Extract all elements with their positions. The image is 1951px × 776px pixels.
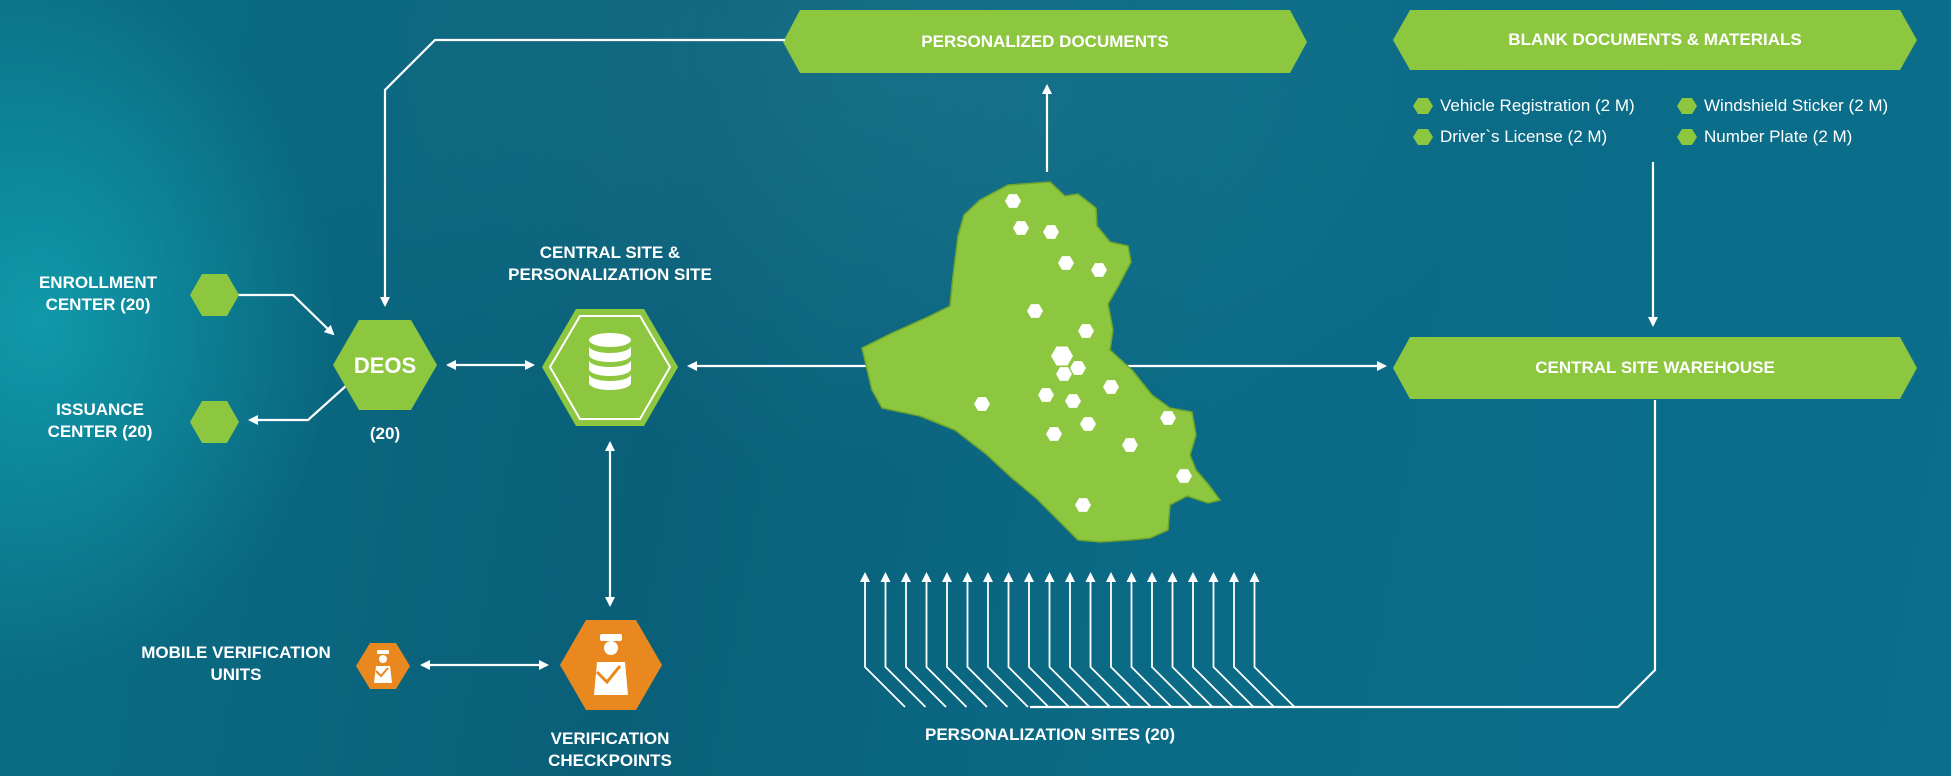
personalization-site-arrow <box>1106 572 1152 708</box>
blank-documents-banner <box>1393 10 1917 70</box>
map-site-markers <box>974 194 1192 512</box>
legend-bullets <box>1413 98 1697 145</box>
central-site-hexagon-ring <box>548 315 672 420</box>
personalization-site-arrows <box>860 572 1296 708</box>
personalization-site-arrow <box>1044 572 1091 708</box>
personalization-site-arrow <box>1085 572 1132 708</box>
map-site-marker <box>1160 411 1176 425</box>
mobile-verification-label: MOBILE VERIFICATION UNITS <box>141 643 331 684</box>
personalization-sites-label: PERSONALIZATION SITES (20) <box>925 725 1175 744</box>
legend-item-windshield-sticker: Windshield Sticker (2 M) <box>1704 96 1889 115</box>
deos-to-issuance-line <box>248 384 348 425</box>
map-site-marker <box>1056 367 1072 381</box>
database-icon <box>589 333 631 390</box>
personalized-documents-title: PERSONALIZED DOCUMENTS <box>921 32 1169 51</box>
map-site-marker <box>1027 304 1043 318</box>
map-site-marker <box>1046 427 1062 441</box>
map-site-marker <box>974 397 990 411</box>
personalization-site-arrow <box>942 572 988 708</box>
legend-item-drivers-license: Driver`s License (2 M) <box>1440 127 1608 146</box>
map-site-marker <box>1080 417 1096 431</box>
central-site-label: CENTRAL SITE & PERSONALIZATION SITE <box>508 243 712 284</box>
map-site-marker <box>1058 256 1074 270</box>
legend-item-number-plate: Number Plate (2 M) <box>1704 127 1853 146</box>
personalization-site-arrow <box>1208 572 1255 708</box>
personalization-site-arrow <box>962 572 1009 708</box>
personalization-site-arrow <box>1003 572 1050 708</box>
enrollment-center-hexagon <box>190 274 239 316</box>
personalization-site-arrow <box>880 572 927 708</box>
legend-item-vehicle-registration: Vehicle Registration (2 M) <box>1440 96 1635 115</box>
personalization-site-arrow <box>1249 572 1296 708</box>
map-site-marker <box>1122 438 1138 452</box>
map-site-marker <box>1070 361 1086 375</box>
issuance-center-hexagon <box>190 401 239 443</box>
map-site-marker <box>1103 380 1119 394</box>
personalization-site-arrow <box>860 572 906 708</box>
map-site-marker <box>1065 394 1081 408</box>
officer-icon-small <box>374 650 392 683</box>
map-site-marker <box>1005 194 1021 208</box>
central-warehouse-banner <box>1393 337 1917 399</box>
deos-hexagon <box>333 320 437 410</box>
blank-documents-title: BLANK DOCUMENTS & MATERIALS <box>1508 30 1802 49</box>
map-site-marker <box>1075 498 1091 512</box>
officer-icon-large <box>594 634 628 695</box>
map-site-marker <box>1038 388 1054 402</box>
enrollment-to-deos-line <box>238 293 335 336</box>
map-site-marker <box>1013 221 1029 235</box>
map-site-marker <box>1091 263 1107 277</box>
country-map <box>861 181 1222 543</box>
personalization-site-arrow <box>1229 572 1275 708</box>
central-warehouse-title: CENTRAL SITE WAREHOUSE <box>1535 358 1775 377</box>
personalization-site-arrow <box>901 572 947 708</box>
issuance-center-label: ISSUANCE CENTER (20) <box>47 400 153 441</box>
verification-checkpoints-label: VERIFICATION CHECKPOINTS <box>548 729 672 770</box>
personalization-site-arrow <box>1024 572 1070 708</box>
personalization-site-arrow <box>1147 572 1193 708</box>
personalization-site-arrow <box>1188 572 1234 708</box>
deos-count-label: (20) <box>369 424 401 443</box>
map-site-marker <box>1043 225 1059 239</box>
personalization-site-arrow <box>1126 572 1173 708</box>
map-site-marker <box>1176 469 1192 483</box>
enrollment-center-label: ENROLLMENT CENTER (20) <box>38 273 158 314</box>
personalization-site-arrow <box>1065 572 1111 708</box>
map-site-marker <box>1051 346 1073 366</box>
personalization-site-arrow <box>921 572 968 708</box>
personalization-site-arrow <box>983 572 1029 708</box>
personalized-to-deos-line <box>380 38 785 307</box>
personalization-site-arrow <box>1167 572 1214 708</box>
map-site-marker <box>1078 324 1094 338</box>
deos-label: DEOS <box>353 353 417 378</box>
personalized-documents-banner <box>783 10 1307 73</box>
warehouse-to-sites-line <box>1030 400 1657 709</box>
